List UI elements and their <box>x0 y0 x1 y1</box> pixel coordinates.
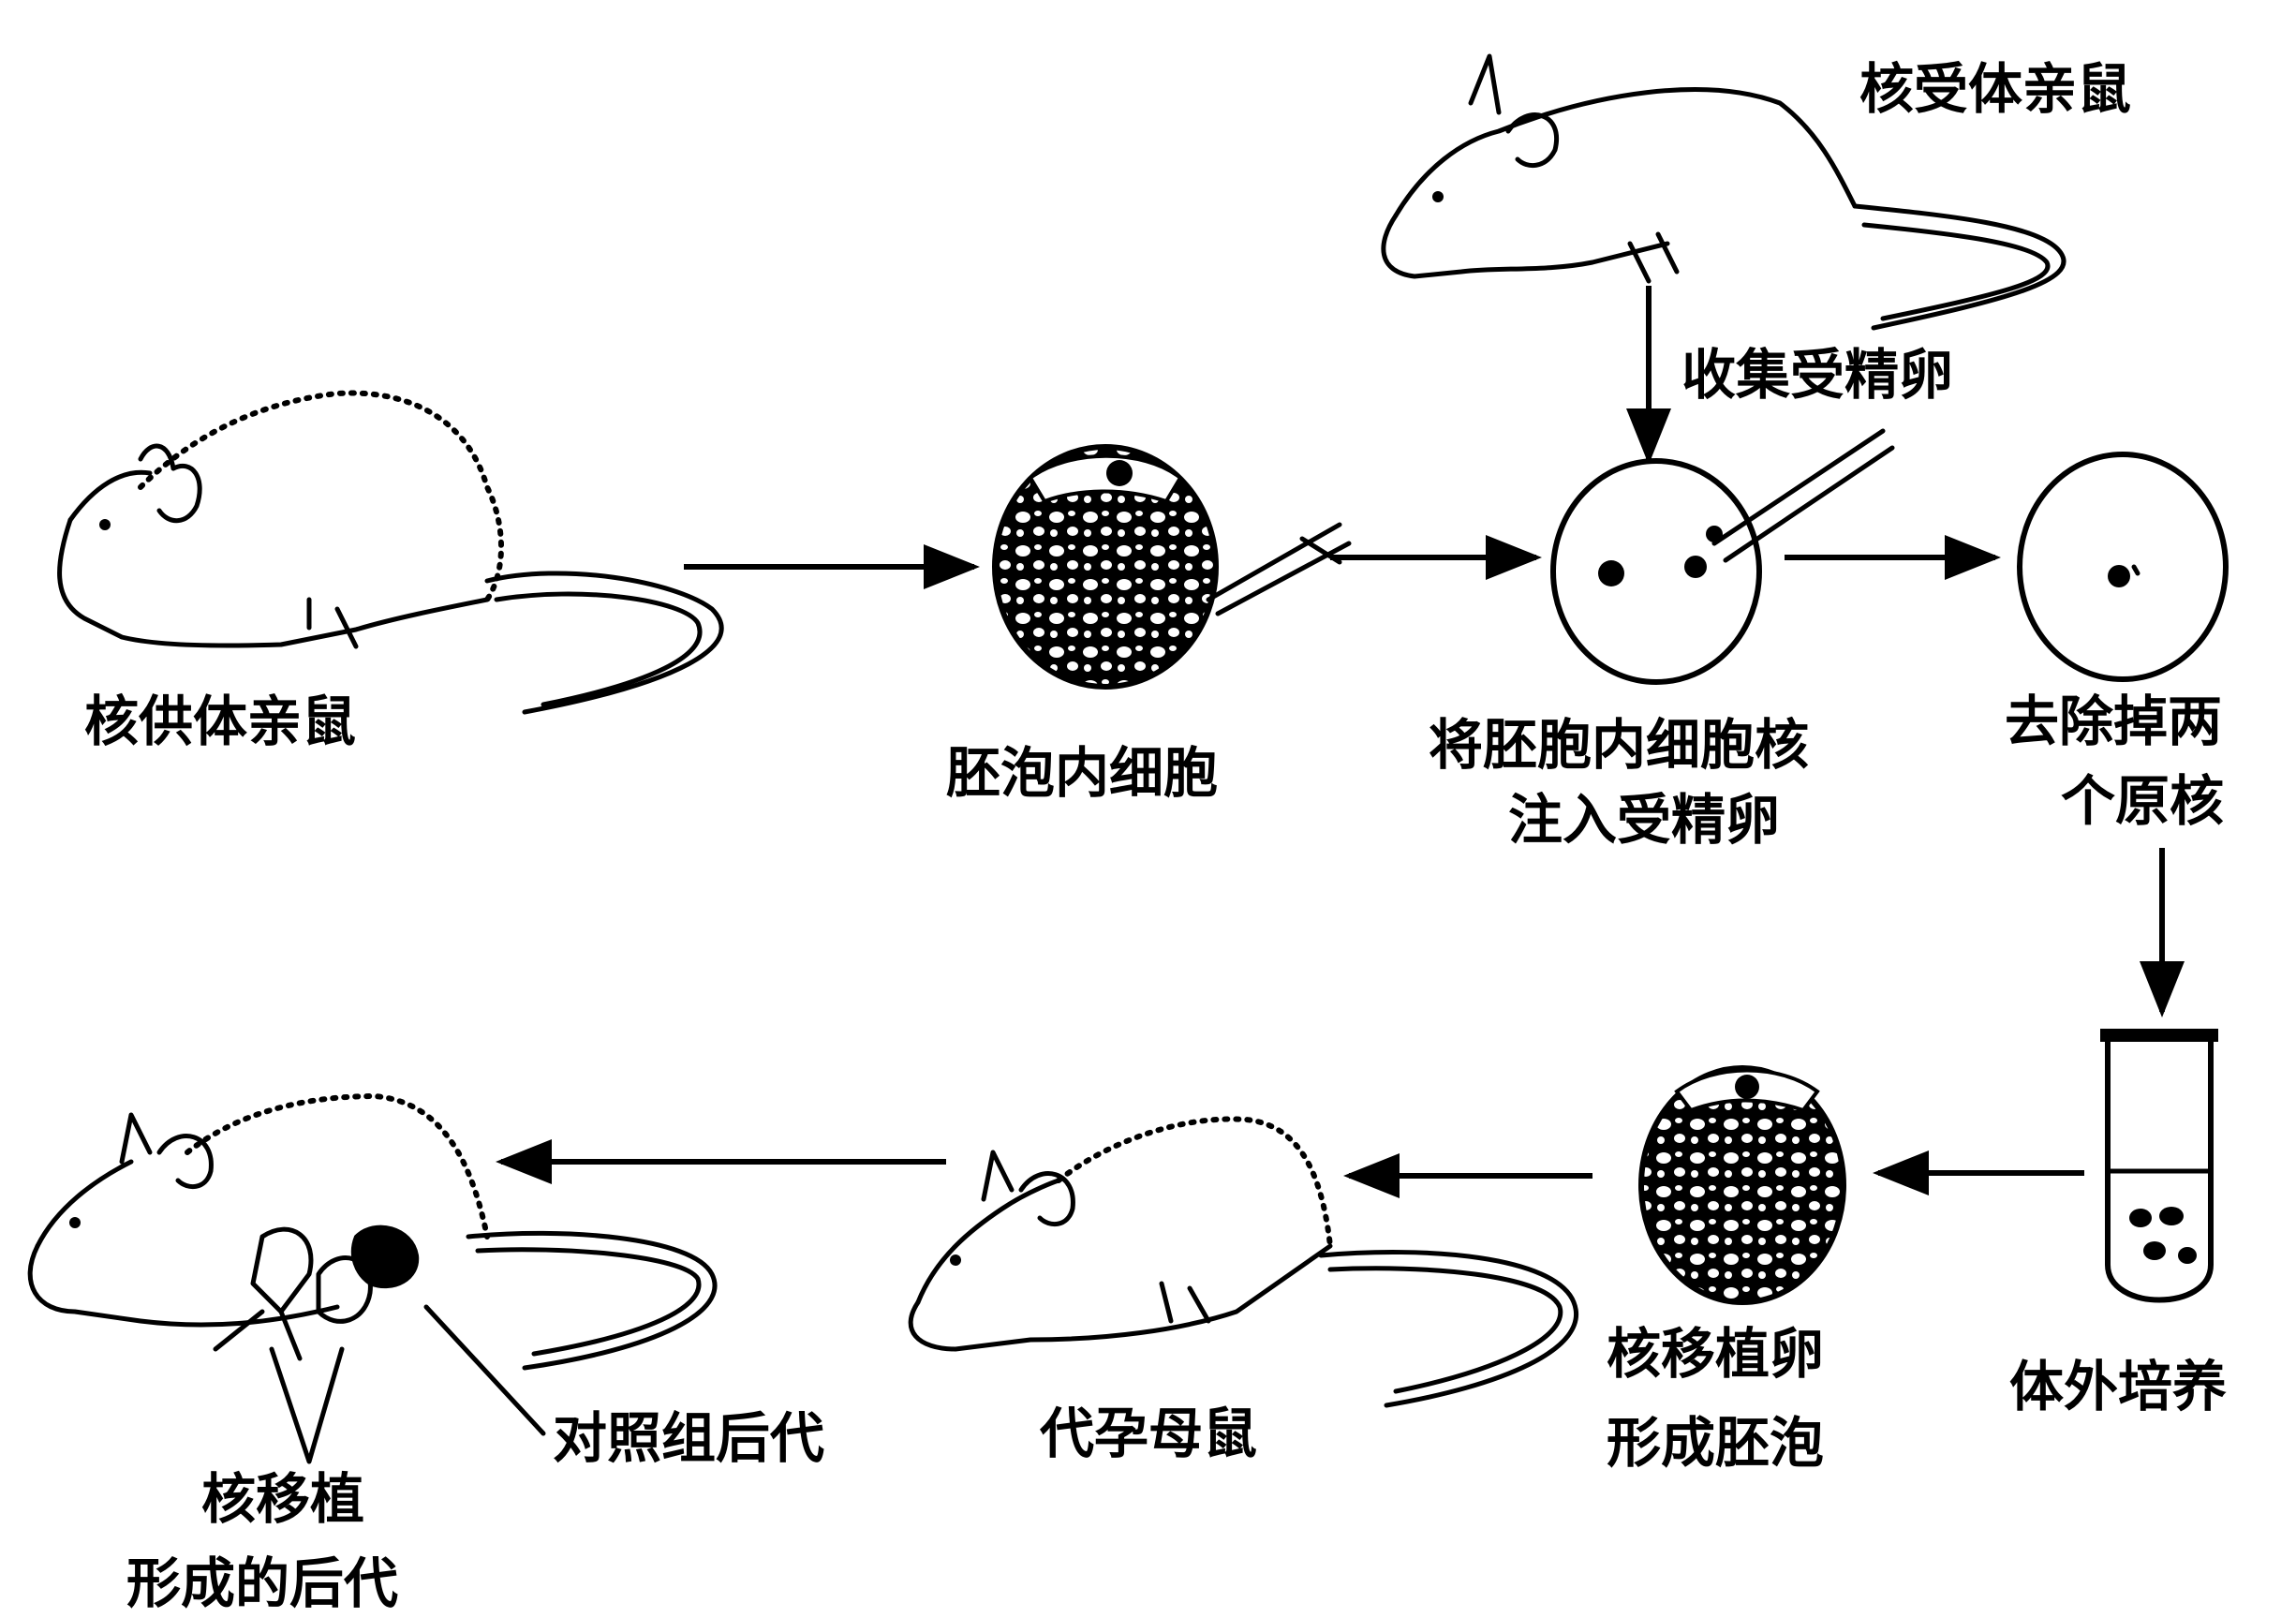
surrogate-mouse <box>911 1119 1576 1405</box>
label-remove-line2: 个原核 <box>2061 769 2224 833</box>
label-control-offspring: 对照组后代 <box>553 1406 824 1470</box>
label-nt-offspring-line1: 核移植 <box>201 1467 364 1531</box>
nt-blastocyst-icon <box>1641 1068 1844 1302</box>
eye-icon <box>1432 191 1444 202</box>
label-culture: 体外培养 <box>2009 1355 2227 1418</box>
control-pup-icon <box>353 1227 417 1287</box>
label-donor-mouse: 核供体亲鼠 <box>84 690 356 753</box>
blastocyst-icon <box>995 447 1349 687</box>
enucleated-egg-icon <box>2020 454 2226 679</box>
label-recipient-mouse: 核受体亲鼠 <box>1859 57 2131 121</box>
label-remove-line1: 去除掉两 <box>2005 690 2222 753</box>
eye-icon <box>69 1217 81 1228</box>
label-inject-line1: 将胚胞内细胞核 <box>1429 713 1809 777</box>
test-tube-icon <box>2100 1029 2218 1300</box>
eye-icon <box>99 519 111 530</box>
label-nt-egg-line2: 形成胚泡 <box>1607 1411 1824 1475</box>
label-nt-offspring-line2: 形成的后代 <box>126 1551 398 1615</box>
donor-mouse <box>60 393 722 712</box>
eye-icon <box>950 1254 961 1266</box>
label-nt-egg-line1: 核移植卵 <box>1607 1322 1824 1386</box>
label-surrogate: 代孕母鼠 <box>1039 1402 1257 1465</box>
label-blastocyst-cells: 胚泡内细胞 <box>946 741 1218 805</box>
label-inject-line2: 注入受精卵 <box>1508 788 1780 852</box>
label-collect-eggs: 收集受精卵 <box>1681 343 1953 407</box>
pup-icon <box>253 1229 311 1312</box>
